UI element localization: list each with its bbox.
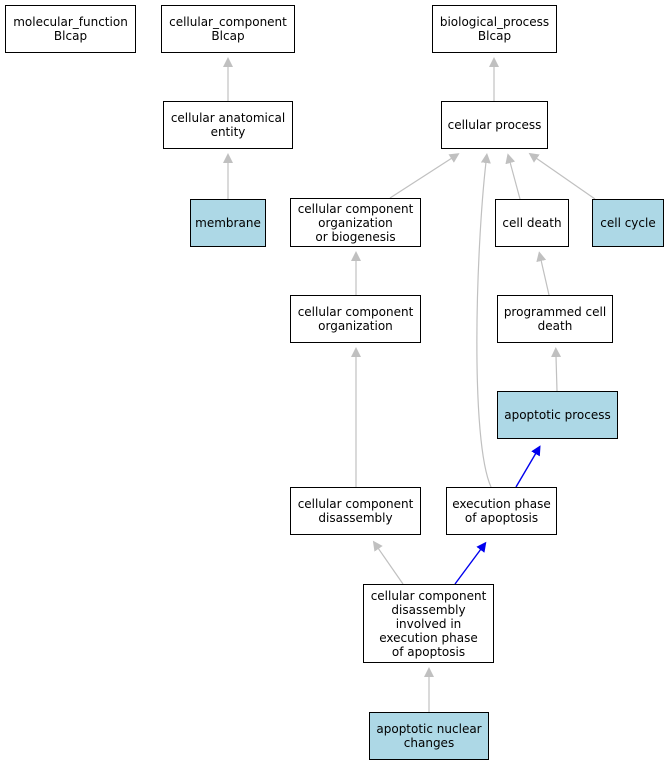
- edge-programmed-cell-death-to-cell-death: [536, 251, 550, 296]
- edge-cc-disassembly-exec-phase-to-cc-disassembly: [372, 540, 404, 585]
- node-apoptotic-process[interactable]: apoptotic process: [497, 391, 618, 439]
- node-programmed-cell-death[interactable]: programmed cell death: [497, 295, 613, 343]
- edge-cc-disassembly-exec-phase-to-execution-phase-apoptosis: [454, 541, 487, 585]
- node-cell-death[interactable]: cell death: [495, 199, 569, 247]
- edge-cc-org-or-biogenesis-to-cellular-process: [389, 153, 460, 199]
- node-label: biological_process Blcap: [439, 15, 550, 43]
- edge-cell-cycle-to-cellular-process: [528, 152, 596, 200]
- node-label: programmed cell death: [503, 305, 607, 333]
- node-label: cell death: [502, 216, 562, 230]
- node-cc-disassembly[interactable]: cellular component disassembly: [290, 487, 421, 535]
- node-label: cellular_component Blcap: [169, 15, 287, 43]
- node-label: membrane: [195, 216, 261, 230]
- node-cellular-component-blcap[interactable]: cellular_component Blcap: [161, 5, 295, 53]
- node-biological-process-blcap[interactable]: biological_process Blcap: [432, 5, 557, 53]
- node-cc-organization[interactable]: cellular component organization: [290, 295, 421, 343]
- edge-cell-death-to-cellular-process: [505, 153, 521, 200]
- node-membrane[interactable]: membrane: [190, 199, 266, 247]
- edge-execution-phase-apoptosis-to-apoptotic-process: [515, 445, 541, 488]
- node-cellular-anatomical-entity[interactable]: cellular anatomical entity: [163, 101, 293, 149]
- node-label: cell cycle: [600, 216, 656, 230]
- node-cc-disassembly-exec-phase[interactable]: cellular component disassembly involved …: [363, 584, 494, 663]
- node-label: apoptotic nuclear changes: [376, 722, 482, 750]
- node-cc-org-or-biogenesis[interactable]: cellular component organization or bioge…: [290, 198, 421, 247]
- node-label: apoptotic process: [504, 408, 611, 422]
- node-label: cellular component organization or bioge…: [297, 201, 414, 244]
- node-apoptotic-nuclear-changes[interactable]: apoptotic nuclear changes: [369, 712, 489, 760]
- node-label: cellular anatomical entity: [170, 111, 286, 139]
- node-cellular-process[interactable]: cellular process: [441, 101, 548, 149]
- node-label: execution phase of apoptosis: [452, 497, 551, 525]
- node-molecular-function-blcap[interactable]: molecular_function Blcap: [5, 5, 136, 53]
- node-execution-phase-apoptosis[interactable]: execution phase of apoptosis: [446, 487, 557, 535]
- node-label: molecular_function Blcap: [13, 15, 128, 43]
- node-label: cellular component organization: [297, 305, 414, 333]
- node-label: cellular component disassembly: [297, 497, 414, 525]
- node-label: cellular component disassembly involved …: [370, 588, 487, 659]
- edge-execution-phase-apoptosis-to-cellular-process: [476, 153, 492, 488]
- node-cell-cycle[interactable]: cell cycle: [592, 199, 664, 247]
- edge-apoptotic-process-to-programmed-cell-death: [551, 347, 562, 392]
- node-label: cellular process: [447, 118, 542, 132]
